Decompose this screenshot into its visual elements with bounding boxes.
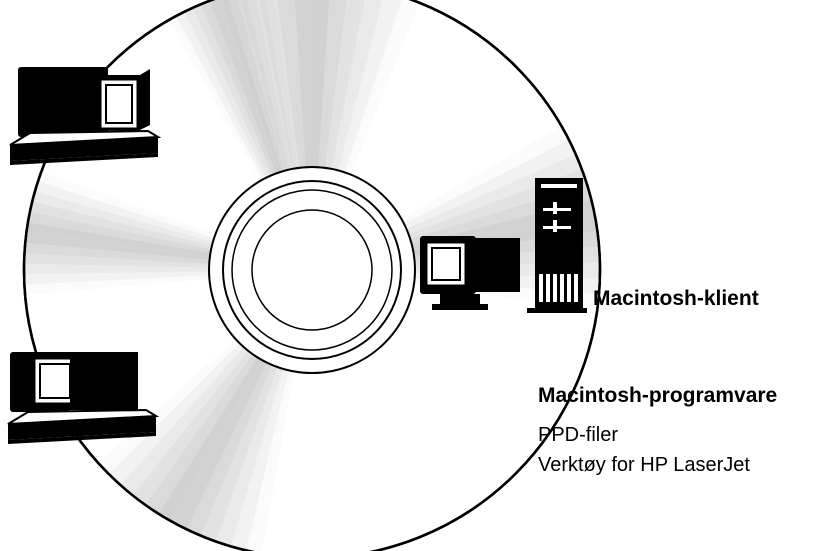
cd-disc-icon bbox=[22, 0, 602, 551]
disc-shade-wedge bbox=[24, 263, 312, 275]
computer-icon bbox=[7, 352, 160, 444]
server-tower-icon bbox=[527, 178, 587, 313]
software-heading: Macintosh-programvare bbox=[538, 384, 778, 407]
client-label: Macintosh-klient bbox=[593, 287, 759, 310]
computer-icon bbox=[420, 236, 520, 310]
computer-icon bbox=[9, 67, 162, 165]
software-item: PPD-filer bbox=[538, 424, 619, 446]
software-item: Verktøy for HP LaserJet bbox=[538, 454, 750, 476]
